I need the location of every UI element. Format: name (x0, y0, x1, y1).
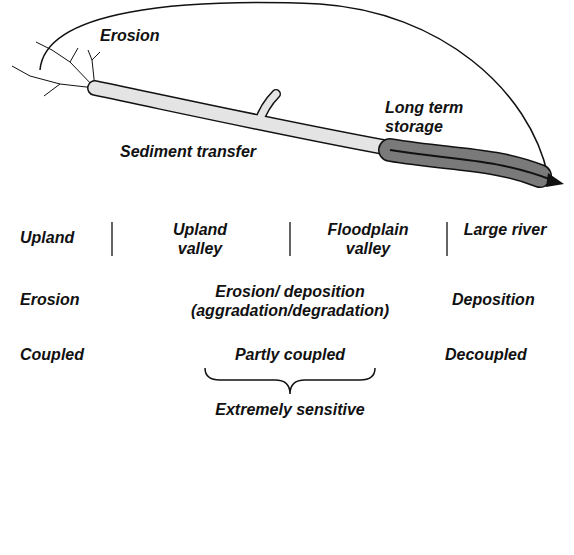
region-label: Long term storage (385, 98, 485, 136)
region-label: Sediment transfer (120, 142, 300, 161)
coupling-label: Coupled (20, 345, 110, 364)
process-label: Erosion/ deposition (aggradation/degrada… (150, 282, 430, 320)
coupling-label: Partly coupled (190, 345, 390, 364)
column-heading: Large river (457, 220, 553, 239)
tributaries (12, 42, 100, 96)
transfer-channel (95, 88, 400, 150)
column-heading: Floodplain valley (312, 220, 424, 258)
brace-label: Extremely sensitive (180, 400, 400, 419)
column-heading: Upland valley (150, 220, 250, 258)
process-label: Deposition (452, 290, 562, 309)
coupling-label: Decoupled (445, 345, 565, 364)
brace (205, 368, 375, 394)
column-heading: Upland (20, 228, 105, 247)
process-label: Erosion (20, 290, 105, 309)
basin-outline (40, 3, 548, 176)
storage-floodplain (390, 150, 552, 180)
region-label: Erosion (100, 26, 180, 45)
outlet-arrow (546, 173, 564, 187)
